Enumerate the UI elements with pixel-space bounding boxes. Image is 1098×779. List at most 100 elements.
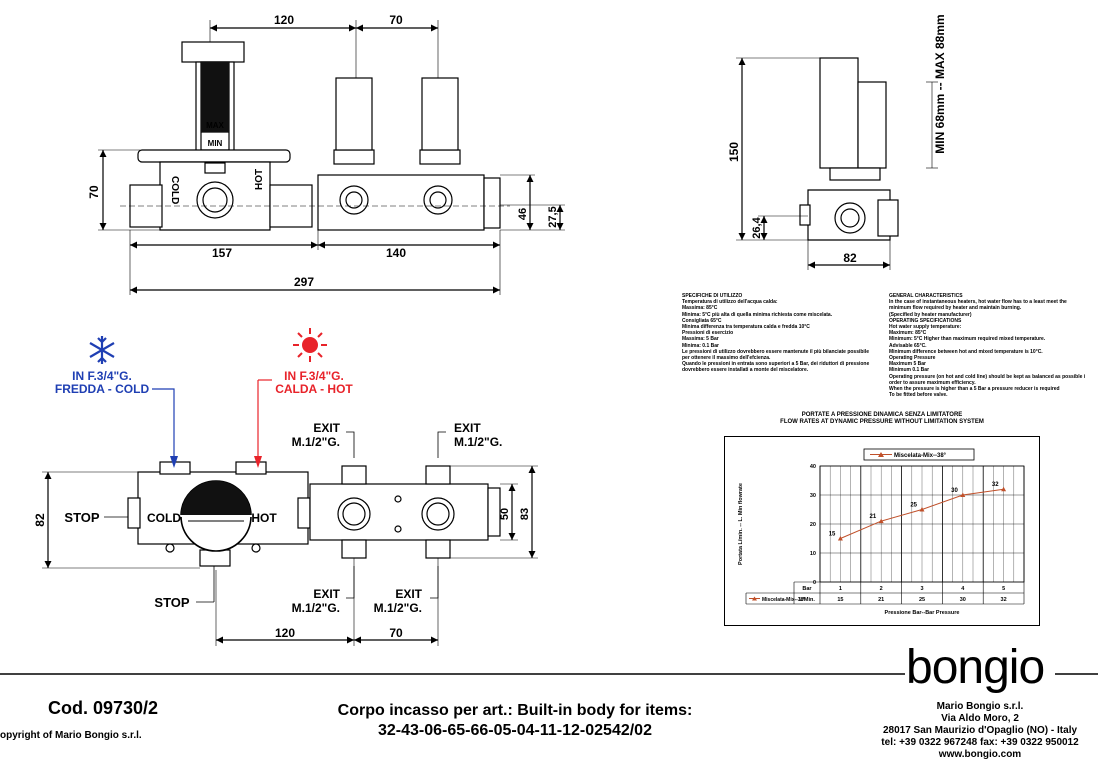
table-value: 25 xyxy=(919,597,925,603)
dim-side-82: 82 xyxy=(843,251,857,265)
spec-line: Minima: 5°C più alta di quella minima ri… xyxy=(682,311,833,318)
dim-top-70: 70 xyxy=(389,13,403,27)
stop-left-label: STOP xyxy=(64,510,99,525)
svg-text:HOT: HOT xyxy=(254,169,265,190)
spec-line: Pressioni di esercizio xyxy=(682,330,734,337)
spec-line: per ottenere il massimo dell'efcienza. xyxy=(682,355,771,362)
x-tick-label: 2 xyxy=(880,586,883,592)
spec-line: Minima differenza tra temperatura calda … xyxy=(682,324,810,331)
x-tick-label: 1 xyxy=(839,586,842,592)
sun-icon xyxy=(293,328,327,362)
data-point xyxy=(960,492,966,497)
spec-line: Maximum: 85°C xyxy=(889,330,927,337)
legend-label: Miscelata-Mix--38° xyxy=(894,453,947,459)
spec-line: When the pressure is higher than a 5 Bar… xyxy=(889,386,1060,393)
gauge-window xyxy=(201,62,229,132)
y-tick-label: 30 xyxy=(810,493,816,499)
exit-tr-2: M.1/2"G. xyxy=(454,435,502,449)
table-value: 21 xyxy=(878,597,884,603)
x-tick-label: 5 xyxy=(1002,586,1005,592)
hot-inlet-line2: CALDA - HOT xyxy=(275,382,353,396)
data-label: 32 xyxy=(992,482,999,488)
data-point xyxy=(1001,486,1007,492)
product-code: Cod. 09730/2 xyxy=(48,698,159,718)
spec-line: Advisable 65°C. xyxy=(889,342,927,349)
spec-line: Massima: 5 Bar xyxy=(682,336,719,343)
svg-text:COLD: COLD xyxy=(169,176,180,204)
dim-top-120: 120 xyxy=(274,13,294,27)
dim-plan-82: 82 xyxy=(33,513,47,527)
plan-cold-label: COLD xyxy=(147,511,181,525)
dim-plan-70: 70 xyxy=(389,626,403,640)
y-tick-label: 40 xyxy=(810,464,816,470)
data-point xyxy=(919,507,925,512)
dim-46: 46 xyxy=(517,208,529,220)
exit-bl-2: M.1/2"G. xyxy=(292,601,340,615)
table-row-label-lmin: L/Min. xyxy=(799,597,815,603)
company-phone: tel: +39 0322 967248 fax: +39 0322 95001… xyxy=(881,737,1079,748)
exit-br-2: M.1/2"G. xyxy=(374,601,422,615)
x-tick-label: 4 xyxy=(961,586,965,592)
spec-line: In the case of instantaneous heaters, ho… xyxy=(889,299,1067,306)
x-tick-label: 3 xyxy=(920,586,923,592)
spec-line: Massima: 85°C xyxy=(682,305,718,312)
spec-line: (Specified by heater manufacturer) xyxy=(889,311,972,318)
chart-table: BarL/Min.Miscelata-Mix--38°1152213254305… xyxy=(745,581,1025,605)
company-address: Mario Bongio s.r.l. Via Aldo Moro, 2 280… xyxy=(862,701,1098,761)
y-tick-label: 0 xyxy=(813,580,816,586)
spec-line: To be fitted before valve. xyxy=(889,392,948,399)
data-label: 30 xyxy=(951,488,958,494)
dim-27-5: 27,5 xyxy=(547,206,559,227)
spec-line: Quando le pressioni in entrata sono supe… xyxy=(682,361,870,368)
hot-inlet-line1: IN F.3/4"G. xyxy=(284,369,344,383)
table-series-name: Miscelata-Mix--38° xyxy=(762,597,805,603)
exit-tl-1: EXIT xyxy=(313,421,340,435)
dim-157: 157 xyxy=(212,246,232,260)
company-web: www.bongio.com xyxy=(938,749,1022,760)
y-tick-label: 20 xyxy=(810,522,816,528)
dim-left-70: 70 xyxy=(87,185,101,199)
chart-subtitle: FLOW RATES AT DYNAMIC PRESSURE WITHOUT L… xyxy=(780,419,984,425)
spec-line: Minimum 0.1 Bar xyxy=(889,367,930,374)
data-point xyxy=(837,536,843,541)
spec-line: Minima: 0.1 Bar xyxy=(682,342,719,349)
data-label: 25 xyxy=(910,503,917,509)
table-row-label-bar: Bar xyxy=(802,586,812,592)
dim-side-150: 150 xyxy=(727,142,741,162)
front-view: COLD HOT xyxy=(98,20,565,295)
spec-line: order to assure maximum efficiency. xyxy=(889,379,976,386)
exit-bl-1: EXIT xyxy=(313,587,340,601)
corpo-line1: Corpo incasso per art.: Built-in body fo… xyxy=(337,702,693,719)
exit-tr-1: EXIT xyxy=(454,421,481,435)
plan-view xyxy=(42,431,538,646)
table-value: 32 xyxy=(1001,597,1007,603)
knob-top-half xyxy=(181,481,251,516)
y-tick-label: 10 xyxy=(810,551,816,557)
chart-grid: 0 10 20 30 40 xyxy=(810,464,1025,586)
bongio-logo: bongio xyxy=(906,641,1045,694)
side-view xyxy=(736,57,938,270)
dim-140: 140 xyxy=(386,246,406,260)
chart-xlabel: Pressione Bar--Bar Pressure xyxy=(885,610,960,616)
spec-line: Hot water supply temperature: xyxy=(889,324,962,331)
spec-line: Consigliata 65°C xyxy=(682,317,722,324)
spec-line: Temperatura di utilizzo dell'acqua calda… xyxy=(682,299,778,306)
dim-side-range: MIN 68mm -- MAX 88mm xyxy=(933,14,947,153)
data-label: 15 xyxy=(829,532,836,538)
data-point xyxy=(878,518,884,524)
spec-line: Minimum: 5°C Higher than maximum require… xyxy=(889,336,1046,343)
cold-inlet-line1: IN F.3/4"G. xyxy=(72,369,132,383)
dim-297: 297 xyxy=(294,275,314,289)
table-value: 15 xyxy=(837,597,843,603)
dim-plan-120: 120 xyxy=(275,626,295,640)
spec-line: GENERAL CHARACTERISTICS xyxy=(889,293,963,299)
spec-line: Minimum difference between hot and mixed… xyxy=(889,348,1043,355)
cold-inlet-line2: FREDDA - COLD xyxy=(55,382,150,396)
dim-plan-83: 83 xyxy=(519,508,531,520)
spec-line: dovrebbero essere installati a monte del… xyxy=(682,367,809,374)
exit-tl-2: M.1/2"G. xyxy=(292,435,340,449)
corpo-line2: 32-43-06-65-66-05-04-11-12-02542/02 xyxy=(378,722,652,739)
dim-side-26-4: 26,4 xyxy=(751,216,763,238)
